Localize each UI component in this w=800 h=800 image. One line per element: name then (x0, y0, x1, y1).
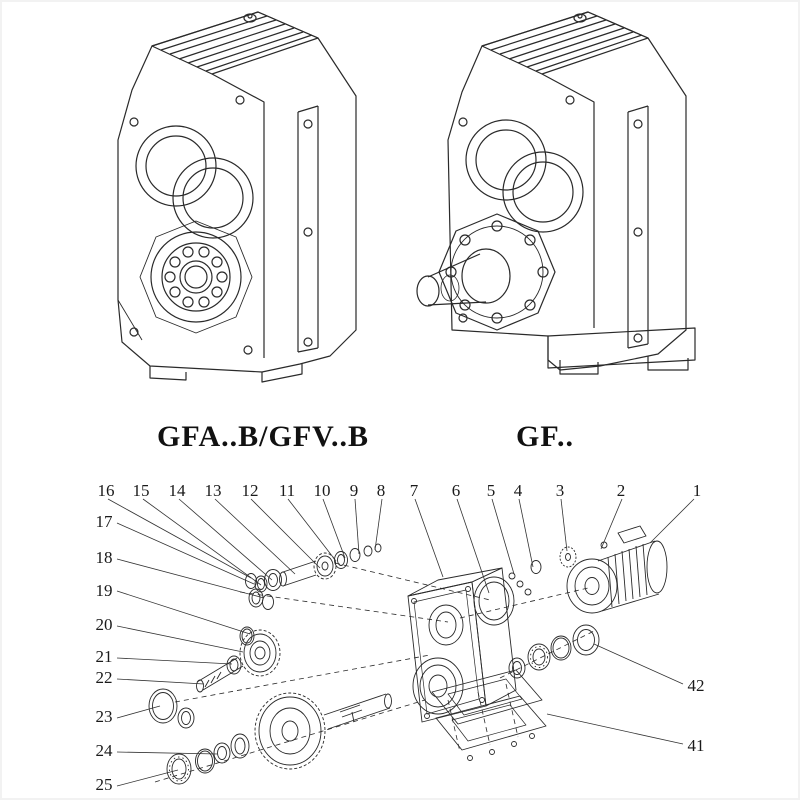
bearing-seal-string (508, 624, 600, 679)
gearbox-drawing-gfab (117, 11, 357, 383)
part-callout-7: 7 (409, 481, 419, 500)
part-callout-4: 4 (513, 481, 523, 500)
model-label-gfab: GFA..B/GFV..B (157, 420, 369, 453)
part-callout-41: 41 (687, 736, 705, 755)
part-callout-5: 5 (486, 481, 496, 500)
part-callout-11: 11 (278, 481, 296, 500)
gearbox-drawing-gf (416, 11, 696, 375)
output-gear-cluster (166, 692, 392, 785)
flange-fastener-cluster (473, 546, 577, 626)
part-callout-42: 42 (687, 676, 705, 695)
part-callout-16: 16 (97, 481, 115, 500)
part-callout-23: 23 (95, 707, 113, 726)
part-callout-12: 12 (241, 481, 259, 500)
part-callout-25: 25 (95, 775, 113, 794)
part-callout-17: 17 (95, 512, 113, 531)
part-callout-10: 10 (313, 481, 331, 500)
intermediate-gear-cluster (148, 629, 281, 729)
part-callout-18: 18 (95, 548, 113, 567)
part-callout-13: 13 (204, 481, 222, 500)
exploded-view-drawing (148, 525, 668, 785)
part-callout-20: 20 (95, 615, 113, 634)
part-callout-9: 9 (349, 481, 359, 500)
callout-leader-lines (107, 498, 695, 787)
part-callout-3: 3 (555, 481, 565, 500)
gasket-plates (431, 669, 547, 761)
part-callout-2: 2 (616, 481, 626, 500)
part-callout-14: 14 (168, 481, 186, 500)
part-callout-21: 21 (95, 647, 113, 666)
part-callout-8: 8 (376, 481, 386, 500)
part-callout-6: 6 (451, 481, 461, 500)
part-callout-24: 24 (95, 741, 113, 760)
part-callout-1: 1 (692, 481, 702, 500)
model-label-gf: GF.. (516, 420, 574, 453)
motor-drawing (566, 525, 668, 614)
housing-part (407, 567, 517, 723)
part-callout-19: 19 (95, 581, 113, 600)
part-callout-15: 15 (132, 481, 150, 500)
part-callout-22: 22 (95, 668, 113, 687)
